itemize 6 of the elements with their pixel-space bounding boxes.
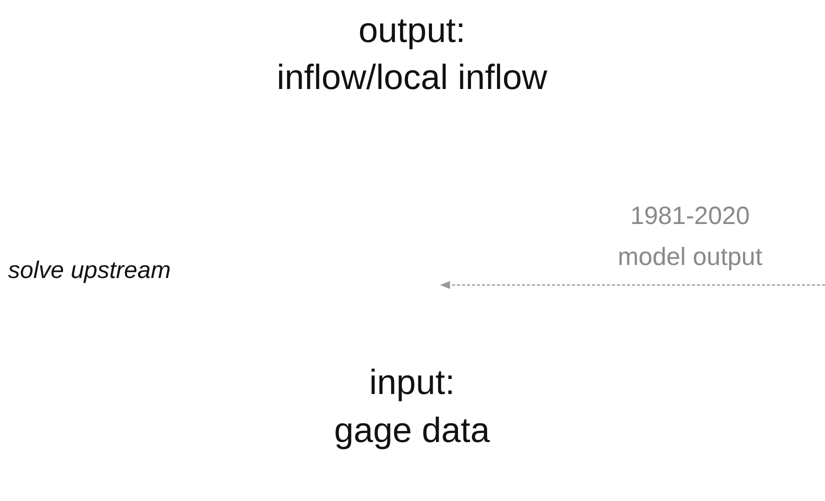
input-text: gage data xyxy=(333,410,491,452)
side-note: solve upstream xyxy=(8,257,171,285)
output-text: inflow/local inflow xyxy=(276,57,548,99)
input-heading: input: xyxy=(368,362,456,404)
output-heading: output: xyxy=(357,10,467,52)
period-note: 1981-2020 model output xyxy=(616,201,764,274)
